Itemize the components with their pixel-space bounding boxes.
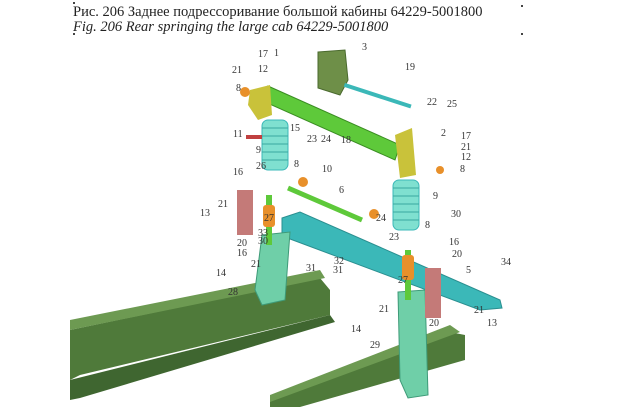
callout: 10 <box>322 164 332 175</box>
callout: 20 <box>452 249 462 260</box>
stabilizer-rod-6 <box>287 185 363 223</box>
callout: 8 <box>460 164 465 175</box>
callout: 3 <box>362 42 367 53</box>
callout: 14 <box>216 268 226 279</box>
callout: 16 <box>233 167 243 178</box>
callout: 24 <box>376 213 386 224</box>
callout: 8 <box>425 220 430 231</box>
callout: 8 <box>294 159 299 170</box>
callout: 27 <box>264 213 274 224</box>
callout: 30 <box>451 209 461 220</box>
callouts: 3 17 21 12 1 8 19 22 25 2 17 21 12 8 11 … <box>200 42 511 351</box>
callout: 13 <box>487 318 497 329</box>
bushing-8 <box>436 166 444 174</box>
callout: 12 <box>258 64 268 75</box>
callout: 29 <box>370 340 380 351</box>
callout: 11 <box>233 129 243 140</box>
callout: 18 <box>341 135 351 146</box>
bracket-left <box>248 85 272 120</box>
callout: 21 <box>251 259 261 270</box>
callout: 26 <box>256 161 266 172</box>
bushing-10 <box>298 177 308 187</box>
corner-mark <box>73 2 75 4</box>
bracket-right <box>395 128 416 178</box>
frame-rail-right <box>270 325 465 407</box>
callout: 20 <box>237 238 247 249</box>
support-5-left <box>237 190 253 235</box>
callout: 30 <box>258 236 268 247</box>
corner-mark <box>521 5 523 7</box>
callout: 23 <box>389 232 399 243</box>
callout: 31 <box>333 265 343 276</box>
callout: 23 <box>307 134 317 145</box>
callout: 17 <box>461 131 471 142</box>
callout: 1 <box>274 48 279 59</box>
callout: 28 <box>228 287 238 298</box>
callout: 21 <box>232 65 242 76</box>
pillar-29 <box>397 289 429 399</box>
frame-rail-left <box>70 270 335 400</box>
callout: 9 <box>433 191 438 202</box>
caption-english: Fig. 206 Rear springing the large cab 64… <box>73 19 389 35</box>
callout: 25 <box>447 99 457 110</box>
callout: 17 <box>258 49 268 60</box>
callout: 27 <box>398 275 408 286</box>
callout: 8 <box>236 83 241 94</box>
bolt-11 <box>246 135 262 139</box>
callout: 15 <box>290 123 300 134</box>
corner-mark <box>73 33 75 35</box>
mount-plate-3 <box>317 49 349 96</box>
bushing-24 <box>369 209 379 219</box>
bushing-8 <box>240 87 250 97</box>
shock-absorber-27-left <box>263 195 275 245</box>
spring-9-left <box>261 119 289 171</box>
shock-absorber-27-right <box>402 250 414 300</box>
callout: 6 <box>339 185 344 196</box>
callout: 13 <box>200 208 210 219</box>
callout: 21 <box>218 199 228 210</box>
callout: 32 <box>334 256 344 267</box>
callout: 33 <box>258 228 268 239</box>
callout: 5 <box>466 265 471 276</box>
spring-9-right <box>392 179 420 231</box>
pillar-28 <box>254 231 291 306</box>
callout: 34 <box>501 257 511 268</box>
callout: 21 <box>461 142 471 153</box>
callout: 16 <box>449 237 459 248</box>
callout: 12 <box>461 152 471 163</box>
callout: 9 <box>256 145 261 156</box>
caption-russian: Рис. 206 Заднее подрессоривание большой … <box>73 4 483 20</box>
callout: 22 <box>427 97 437 108</box>
callout: 20 <box>429 318 439 329</box>
callout: 19 <box>405 62 415 73</box>
corner-mark <box>521 33 523 35</box>
support-5-right <box>425 268 441 318</box>
callout: 24 <box>321 134 331 145</box>
callout: 31 <box>306 263 316 274</box>
callout: 21 <box>379 304 389 315</box>
callout: 14 <box>351 324 361 335</box>
callout: 21 <box>474 305 484 316</box>
callout: 16 <box>237 248 247 259</box>
rod-19 <box>343 83 412 109</box>
callout: 2 <box>441 128 446 139</box>
